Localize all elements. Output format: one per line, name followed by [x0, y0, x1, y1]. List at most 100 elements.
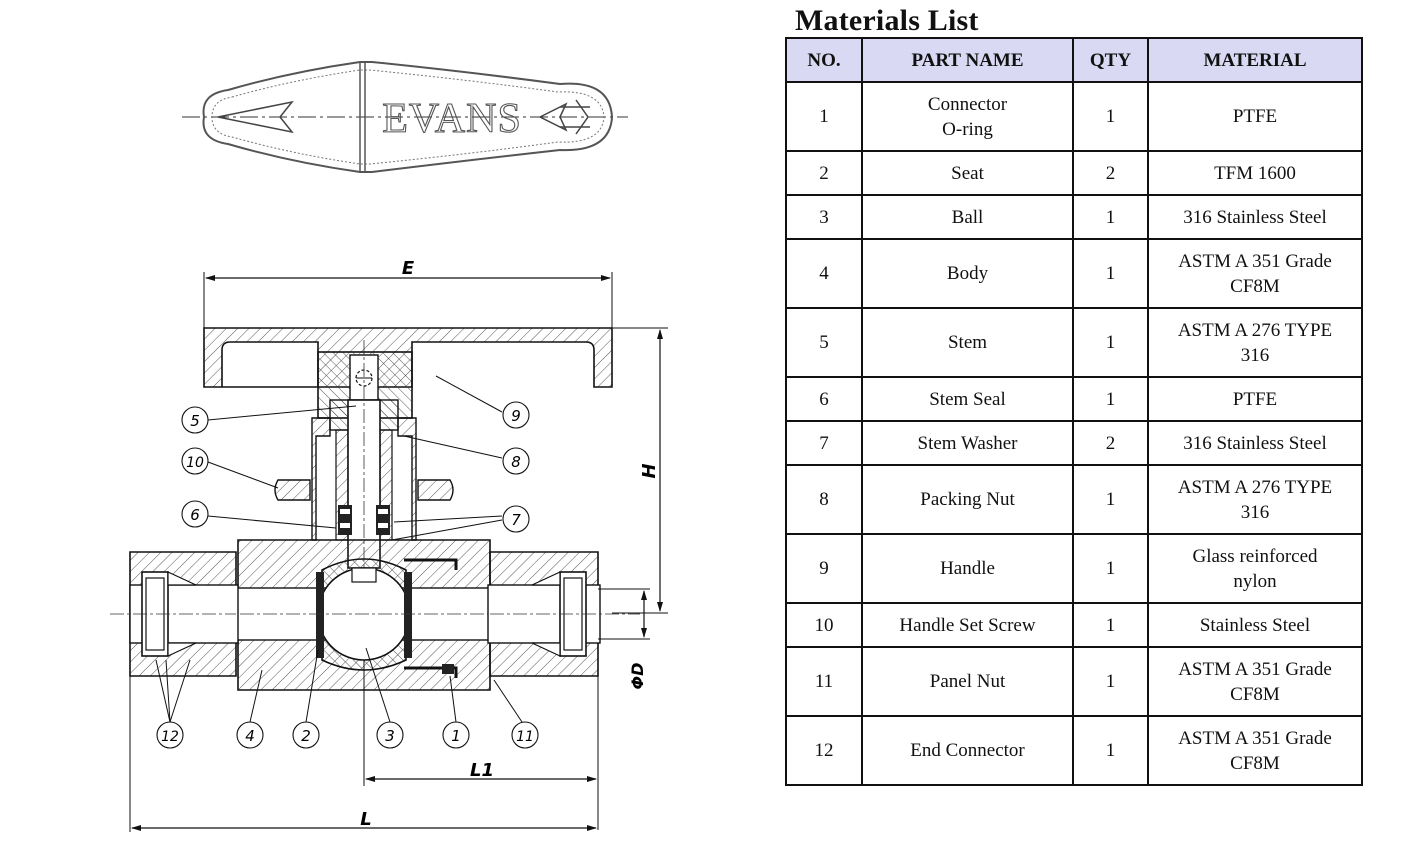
table-row: 4 Body 1 ASTM A 351 Grade CF8M — [785, 238, 1363, 309]
callout-1: 1 — [442, 721, 470, 749]
cell-part-name: Handle — [861, 533, 1074, 604]
cell-qty: 1 — [1072, 464, 1149, 535]
cell-no: 10 — [785, 602, 863, 648]
svg-text:8: 8 — [511, 453, 521, 471]
table-header-row: NO. PART NAME QTY MATERIAL — [785, 37, 1363, 83]
cell-part-name: Packing Nut — [861, 464, 1074, 535]
cell-no: 12 — [785, 715, 863, 786]
svg-text:11: 11 — [516, 729, 534, 745]
cell-material: 316 Stainless Steel — [1147, 420, 1363, 466]
table-row: 5 Stem 1 ASTM A 276 TYPE 316 — [785, 307, 1363, 378]
valve-drawing: EVANS E H — [110, 61, 668, 832]
table-row: 11 Panel Nut 1 ASTM A 351 Grade CF8M — [785, 646, 1363, 717]
callout-10: 10 — [181, 447, 209, 475]
table-row: 1 Connector O-ring 1 PTFE — [785, 81, 1363, 152]
callout-5: 5 — [181, 406, 209, 434]
cell-material: ASTM A 351 Grade CF8M — [1147, 646, 1363, 717]
materials-table: NO. PART NAME QTY MATERIAL 1 Connector O… — [785, 37, 1363, 786]
table-row: 7 Stem Washer 2 316 Stainless Steel — [785, 420, 1363, 466]
materials-title: Materials List — [795, 4, 979, 37]
cell-qty: 1 — [1072, 307, 1149, 378]
dimension-label-e: E — [402, 258, 415, 279]
handle-top-view: EVANS — [182, 61, 628, 173]
cell-material: TFM 1600 — [1147, 150, 1363, 196]
svg-text:7: 7 — [511, 511, 521, 529]
cell-part-name: Panel Nut — [861, 646, 1074, 717]
dimension-d: ΦD — [598, 588, 650, 690]
table-row: 6 Stem Seal 1 PTFE — [785, 376, 1363, 422]
dimension-l: L — [129, 676, 597, 832]
cell-part-name: Stem Seal — [861, 376, 1074, 422]
dimension-label-l: L — [360, 809, 371, 830]
callout-11: 11 — [511, 721, 539, 749]
end-connector-right — [487, 551, 640, 677]
table-row: 3 Ball 1 316 Stainless Steel — [785, 194, 1363, 240]
cell-no: 4 — [785, 238, 863, 309]
cell-no: 9 — [785, 533, 863, 604]
table-row: 9 Handle 1 Glass reinforced nylon — [785, 533, 1363, 604]
header-part-name: PART NAME — [861, 37, 1074, 83]
cell-qty: 1 — [1072, 602, 1149, 648]
cell-part-name: Body — [861, 238, 1074, 309]
callout-12: 12 — [156, 721, 184, 749]
cell-material: ASTM A 351 Grade CF8M — [1147, 715, 1363, 786]
leader-lines — [155, 375, 523, 723]
dimension-e: E — [203, 258, 613, 330]
cell-qty: 1 — [1072, 533, 1149, 604]
svg-text:6: 6 — [190, 506, 200, 524]
svg-text:2: 2 — [301, 727, 311, 745]
header-material: MATERIAL — [1147, 37, 1363, 83]
header-qty: QTY — [1072, 37, 1149, 83]
cell-material: Glass reinforced nylon — [1147, 533, 1363, 604]
cell-no: 6 — [785, 376, 863, 422]
cell-qty: 1 — [1072, 81, 1149, 152]
cell-material: PTFE — [1147, 376, 1363, 422]
svg-text:5: 5 — [190, 412, 200, 430]
cell-no: 8 — [785, 464, 863, 535]
callout-6: 6 — [181, 500, 209, 528]
callout-4: 4 — [236, 721, 264, 749]
dimension-h: H — [612, 327, 668, 614]
svg-text:4: 4 — [245, 727, 255, 745]
cell-material: ASTM A 276 TYPE 316 — [1147, 464, 1363, 535]
cell-material: PTFE — [1147, 81, 1363, 152]
callout-7: 7 — [502, 505, 530, 533]
cell-material: 316 Stainless Steel — [1147, 194, 1363, 240]
cell-part-name: End Connector — [861, 715, 1074, 786]
table-row: 8 Packing Nut 1 ASTM A 276 TYPE 316 — [785, 464, 1363, 535]
cell-qty: 1 — [1072, 194, 1149, 240]
cell-material: ASTM A 276 TYPE 316 — [1147, 307, 1363, 378]
dimension-label-d: ΦD — [628, 663, 647, 690]
cell-qty: 2 — [1072, 420, 1149, 466]
svg-text:9: 9 — [511, 407, 521, 425]
cell-no: 7 — [785, 420, 863, 466]
cell-qty: 1 — [1072, 715, 1149, 786]
cell-material: Stainless Steel — [1147, 602, 1363, 648]
table-row: 12 End Connector 1 ASTM A 351 Grade CF8M — [785, 715, 1363, 786]
table-row: 10 Handle Set Screw 1 Stainless Steel — [785, 602, 1363, 648]
svg-text:3: 3 — [385, 727, 395, 745]
handle-section — [203, 327, 613, 419]
cell-material: ASTM A 351 Grade CF8M — [1147, 238, 1363, 309]
cell-no: 11 — [785, 646, 863, 717]
cell-no: 1 — [785, 81, 863, 152]
table-row: 2 Seat 2 TFM 1600 — [785, 150, 1363, 196]
callout-9: 9 — [502, 401, 530, 429]
cell-part-name: Connector O-ring — [861, 81, 1074, 152]
cell-no: 2 — [785, 150, 863, 196]
svg-text:12: 12 — [161, 729, 179, 745]
callout-8: 8 — [502, 447, 530, 475]
cell-qty: 1 — [1072, 646, 1149, 717]
cell-part-name: Stem Washer — [861, 420, 1074, 466]
dimension-l1: L1 — [363, 660, 599, 830]
dimension-label-h: H — [639, 463, 660, 478]
cell-no: 5 — [785, 307, 863, 378]
dimension-label-l1: L1 — [470, 760, 494, 781]
cell-part-name: Ball — [861, 194, 1074, 240]
logo-text: EVANS — [382, 96, 522, 142]
callout-2: 2 — [292, 721, 320, 749]
cell-qty: 2 — [1072, 150, 1149, 196]
cell-part-name: Seat — [861, 150, 1074, 196]
cell-part-name: Handle Set Screw — [861, 602, 1074, 648]
svg-text:10: 10 — [186, 455, 204, 471]
